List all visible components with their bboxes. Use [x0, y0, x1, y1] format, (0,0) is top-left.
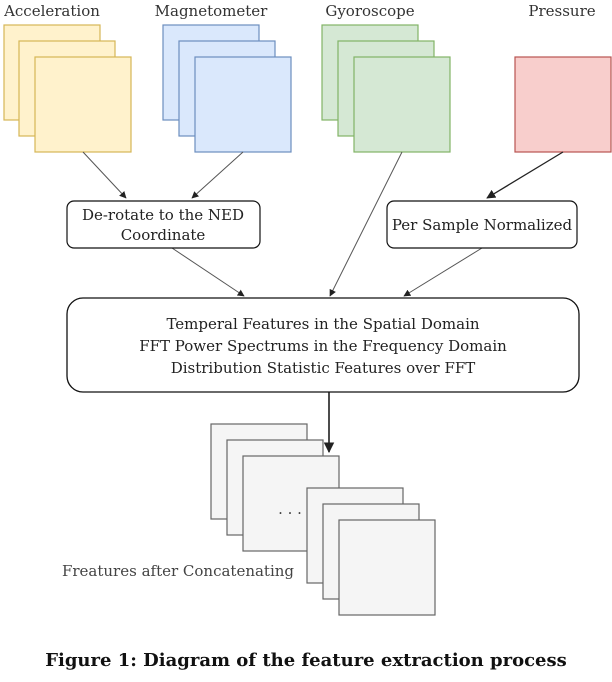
features-line2: FFT Power Spectrums in the Frequency Dom…: [139, 337, 507, 355]
figure-caption: Figure 1: Diagram of the feature extract…: [45, 650, 567, 671]
arrow-pressure-to-normalize: [486, 151, 564, 199]
gyroscope-sheet: [353, 56, 451, 153]
features-line3: Distribution Statistic Features over FFT: [171, 359, 476, 377]
acceleration-label: Acceleration: [3, 2, 100, 20]
pressure-box: [514, 56, 612, 153]
derotate-line1: De-rotate to the NED: [82, 206, 244, 224]
arrow-acceleration-to-derotate: [82, 151, 127, 199]
normalize-box: [386, 200, 578, 249]
pressure-label: Pressure: [528, 2, 595, 20]
output-stack-front: [306, 487, 436, 616]
output-stack-back: [210, 423, 340, 552]
gyroscope-label: Gyoroscope: [325, 2, 414, 20]
magnetometer-stack: [162, 24, 292, 153]
output-label: Freatures after Concatenating: [62, 562, 294, 580]
gyroscope-stack: [321, 24, 451, 153]
arrow-magnetometer-to-derotate: [191, 151, 244, 199]
output-ellipsis: · · ·: [278, 504, 302, 522]
features-box: [66, 297, 580, 393]
normalize-line1: Per Sample Normalized: [392, 216, 573, 234]
arrow-normalize-to-features: [403, 247, 483, 297]
derotate-line2: Coordinate: [121, 226, 206, 244]
magnetometer-label: Magnetometer: [155, 2, 269, 20]
acceleration-stack: [3, 24, 132, 153]
magnetometer-sheet: [194, 56, 292, 153]
output-sheet: [338, 519, 436, 616]
arrow-derotate-to-features: [171, 247, 245, 297]
acceleration-sheet: [34, 56, 132, 153]
derotate-box: [66, 200, 261, 249]
arrow-gyroscope-to-features: [329, 151, 403, 297]
features-line1: Temperal Features in the Spatial Domain: [166, 315, 479, 333]
